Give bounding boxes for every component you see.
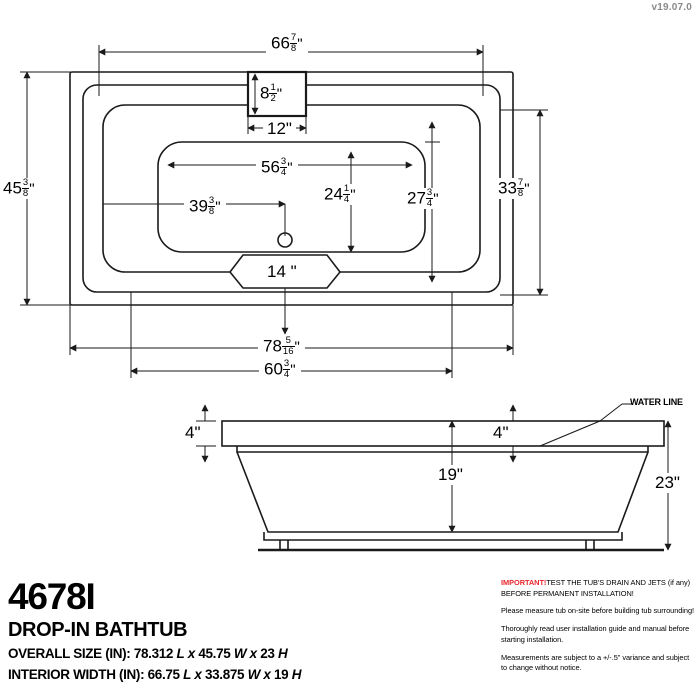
- note-variance: Measurements are subject to a +/-.5" var…: [501, 652, 690, 673]
- note-read-guide: Thoroughly read user installation guide …: [501, 624, 690, 644]
- section-bottom-plate: [263, 532, 623, 541]
- interior-x2: x: [263, 667, 271, 683]
- interior-width-label: INTERIOR WIDTH (IN):: [8, 667, 145, 683]
- interior-length: 66.75: [147, 667, 180, 683]
- product-type: DROP-IN BATHTUB: [8, 619, 188, 641]
- important-tag: IMPORTANT!: [501, 578, 547, 587]
- section-water-line-mark: [539, 420, 601, 447]
- overall-size-length: 78.312: [133, 646, 174, 661]
- leader-water-line: [599, 403, 623, 422]
- overall-size-line: OVERALL SIZE (IN): 78.312 L x 45.75 W x …: [8, 645, 478, 663]
- interior-l-unit: L: [183, 667, 191, 683]
- dim-text-4-mid: 4": [489, 423, 513, 443]
- overall-size-label: OVERALL SIZE (IN):: [8, 646, 131, 661]
- section-view-outlines: [221, 420, 665, 552]
- interior-x1: x: [194, 667, 202, 683]
- section-lip: [236, 446, 649, 453]
- overall-size-x2: x: [249, 646, 258, 661]
- overall-size-w-unit: W: [233, 646, 247, 661]
- seat-trapezoid: [228, 254, 342, 289]
- water-line-label: WATER LINE: [630, 397, 683, 407]
- interior-width-value: 33.875: [204, 667, 245, 683]
- interior-w-unit: W: [247, 667, 261, 683]
- overall-size-x1: x: [187, 646, 196, 661]
- title-block: 4678I DROP-IN BATHTUB OVERALL SIZE (IN):…: [8, 578, 478, 684]
- note-measure: Please measure tub on-site before buildi…: [501, 606, 695, 616]
- overall-size-l-unit: L: [176, 646, 185, 661]
- dim-text-12: 12": [263, 119, 296, 139]
- installation-notes: IMPORTANT!TEST THE TUB'S DRAIN AND JETS …: [501, 578, 696, 681]
- dim-text-14: 14 ": [267, 262, 297, 281]
- section-body: [236, 451, 649, 533]
- interior-height: 19: [273, 667, 289, 683]
- note-important: IMPORTANT!TEST THE TUB'S DRAIN AND JETS …: [501, 578, 696, 599]
- section-rim: [221, 420, 665, 447]
- model-number: 4678I: [8, 576, 96, 617]
- important-text: TEST THE TUB'S DRAIN AND JETS (if any) B…: [501, 578, 691, 598]
- dim-text-19: 19": [434, 465, 467, 485]
- interior-h-unit: H: [291, 667, 302, 683]
- interior-width-line: INTERIOR WIDTH (IN): 66.75 L x 33.875 W …: [8, 666, 478, 684]
- overall-size-h-unit: H: [277, 646, 288, 661]
- dim-text-4-left: 4": [185, 423, 201, 443]
- dim-text-23: 23": [652, 473, 683, 493]
- version-label: v19.07.0: [651, 2, 692, 13]
- overall-size-height: 23: [260, 646, 275, 661]
- overall-size-width: 45.75: [198, 646, 231, 661]
